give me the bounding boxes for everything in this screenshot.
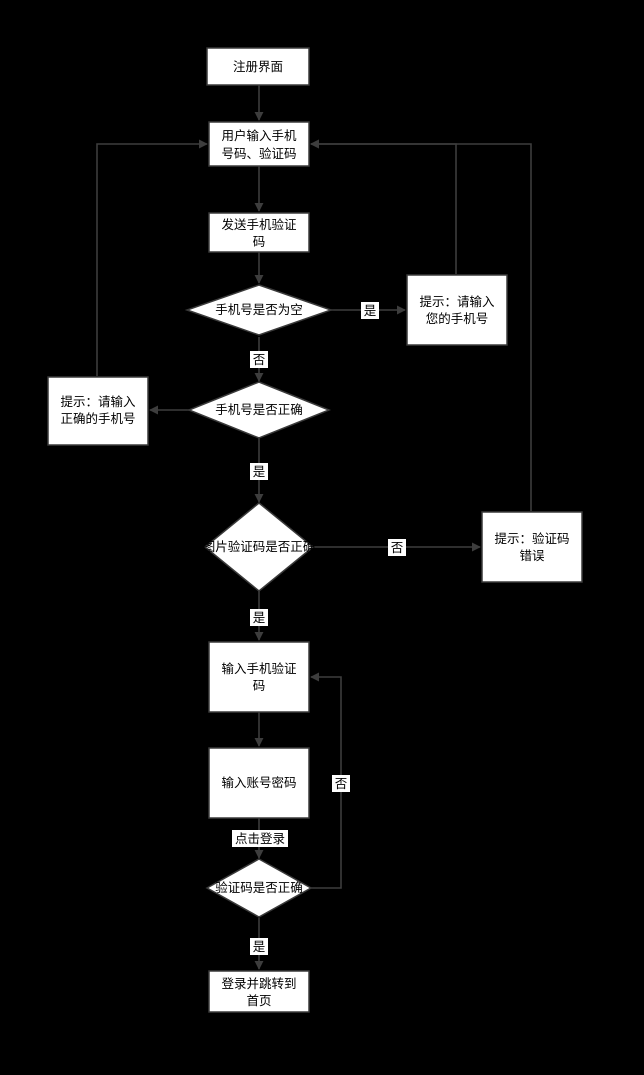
edge-labels: 是 否 是 否 是 点击登录 否 是 (232, 302, 406, 955)
node-prompt-code-error: 提示：验证码 错误 (481, 511, 583, 583)
node-prompt-code-error-line-2: 错误 (519, 548, 545, 563)
decision-code-correct-label: 验证码是否正确 (215, 880, 303, 895)
edge-label-no-image-code-text: 否 (391, 540, 404, 555)
decision-phone-empty: 手机号是否为空 (184, 284, 334, 336)
edge-label-yes-code-correct-text: 是 (253, 939, 266, 954)
edge-label-no-code-correct-text: 否 (335, 776, 348, 791)
edge-label-no-phone-empty: 否 (250, 351, 268, 368)
edge-label-yes-phone-correct-text: 是 (253, 464, 266, 479)
node-send-sms-code-line-1: 发送手机验证 (221, 217, 297, 232)
node-input-phone-code-line-1: 用户输入手机 (221, 128, 297, 143)
edge-label-yes-image-code-text: 是 (253, 610, 266, 625)
decision-image-code-label: 图片验证码是否正确 (203, 539, 316, 554)
node-prompt-correct-phone: 提示：请输入 正确的手机号 (47, 376, 149, 446)
node-input-sms-code: 输入手机验证 码 (208, 641, 310, 713)
edges (96, 85, 532, 970)
nodes: 注册界面 用户输入手机 号码、验证码 发送手机验证 码 手机号是否为空 提示：请… (47, 47, 583, 1013)
node-input-sms-code-line-2: 码 (253, 678, 266, 693)
edge-label-yes-phone-correct: 是 (250, 463, 268, 480)
node-login-jump-home-line-1: 登录并跳转到 (221, 976, 296, 991)
node-input-account-password: 输入账号密码 (208, 747, 310, 819)
node-login-jump-home-line-2: 首页 (246, 993, 271, 1008)
node-input-phone-code-line-2: 号码、验证码 (221, 146, 296, 161)
node-prompt-enter-phone-line-1: 提示：请输入 (419, 294, 495, 309)
node-prompt-code-error-line-1: 提示：验证码 (494, 531, 569, 546)
node-register-page: 注册界面 (206, 47, 310, 86)
node-login-jump-home: 登录并跳转到 首页 (208, 970, 310, 1013)
edge-label-yes-code-correct: 是 (250, 938, 268, 955)
node-send-sms-code-line-2: 码 (253, 234, 266, 249)
node-register-page-label: 注册界面 (233, 59, 283, 74)
node-input-sms-code-line-1: 输入手机验证 (221, 661, 297, 676)
edge-prompt-enter-back-to-input (310, 139, 457, 274)
node-send-sms-code: 发送手机验证 码 (208, 212, 310, 253)
decision-phone-empty-label: 手机号是否为空 (215, 302, 303, 317)
edge-label-click-login: 点击登录 (232, 830, 288, 847)
edge-prompt-error-back-to-input (310, 139, 532, 511)
edge-label-no-code-correct: 否 (332, 775, 350, 792)
edge-label-no-phone-empty-text: 否 (253, 352, 266, 367)
node-input-account-password-label: 输入账号密码 (221, 775, 296, 790)
edge-label-click-login-text: 点击登录 (235, 831, 285, 846)
decision-phone-correct-label: 手机号是否正确 (215, 402, 303, 417)
edge-label-yes-phone-empty-text: 是 (364, 303, 377, 318)
node-prompt-correct-phone-line-2: 正确的手机号 (60, 411, 135, 426)
node-input-phone-code: 用户输入手机 号码、验证码 (208, 121, 310, 167)
node-prompt-correct-phone-line-1: 提示：请输入 (60, 394, 136, 409)
edge-prompt-correct-back-to-input (96, 139, 208, 376)
node-prompt-enter-phone: 提示：请输入 您的手机号 (406, 274, 508, 346)
edge-label-no-image-code: 否 (388, 539, 406, 556)
edge-label-yes-phone-empty: 是 (361, 302, 379, 319)
edge-label-yes-image-code: 是 (250, 609, 268, 626)
decision-code-correct: 验证码是否正确 (205, 858, 313, 918)
node-prompt-enter-phone-line-2: 您的手机号 (426, 311, 489, 326)
decision-image-code: 图片验证码是否正确 (203, 502, 316, 592)
decision-phone-correct: 手机号是否正确 (186, 381, 332, 439)
